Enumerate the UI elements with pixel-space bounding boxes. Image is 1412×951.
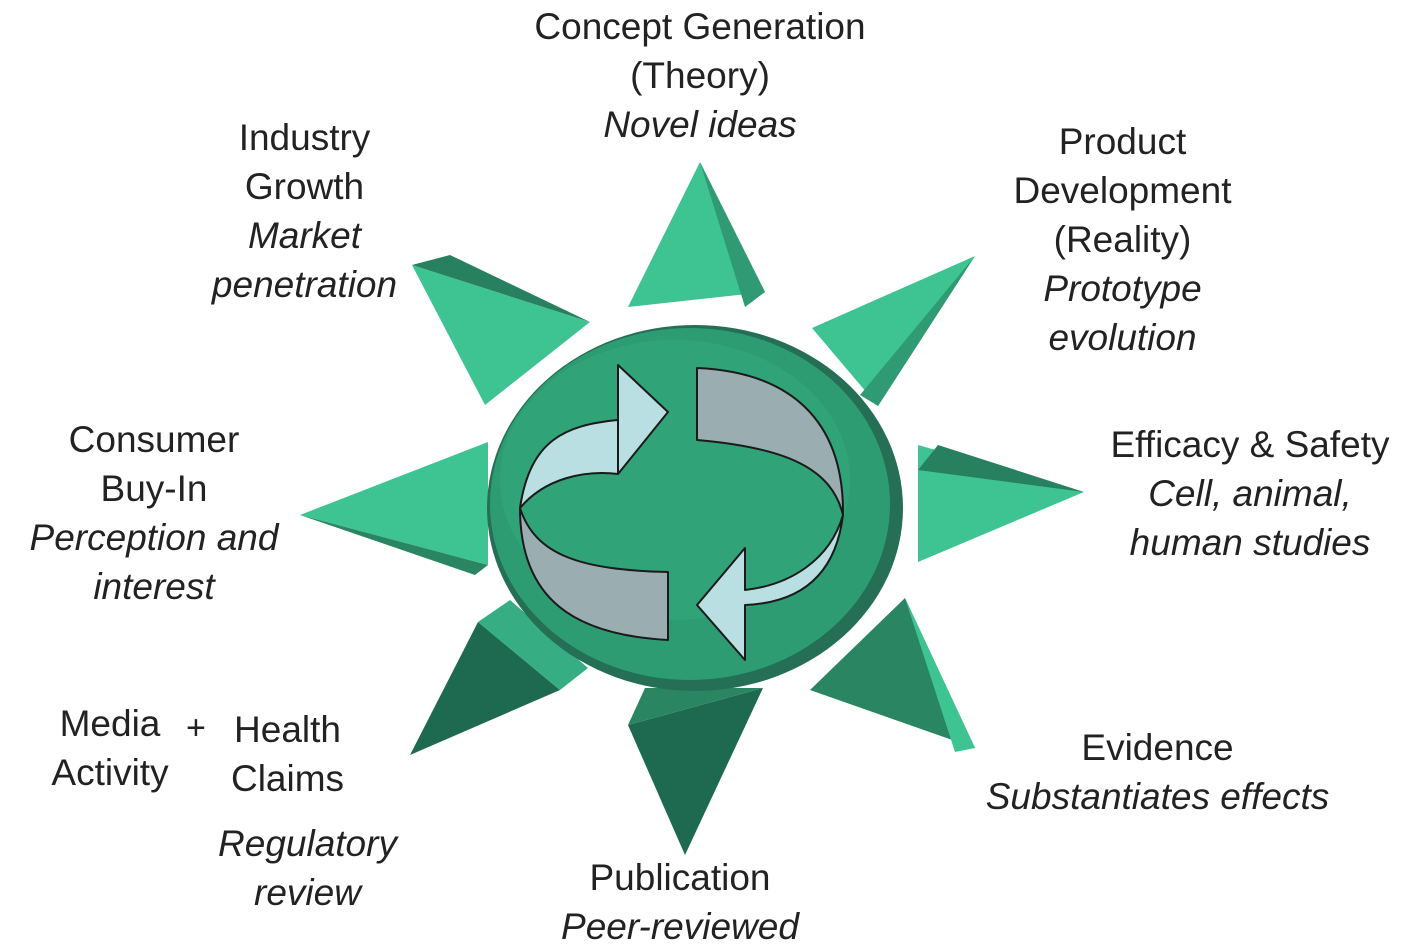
concept-title-1: Concept Generation bbox=[534, 6, 866, 47]
arrow-band-top-right bbox=[696, 367, 844, 516]
consumer-sub-1: Perception and bbox=[29, 517, 279, 558]
label-publication: Publication Peer-reviewed bbox=[530, 853, 830, 951]
product-title-2: Development bbox=[1013, 170, 1232, 211]
evidence-sub-1: Substantiates effects bbox=[985, 776, 1330, 817]
concept-title-2: (Theory) bbox=[630, 55, 770, 96]
health-title-1: Health bbox=[234, 709, 341, 750]
publication-sub-1: Peer-reviewed bbox=[561, 906, 799, 947]
product-title-3: (Reality) bbox=[1053, 219, 1192, 260]
efficacy-title-1: Efficacy & Safety bbox=[1110, 424, 1390, 465]
arrow-top-left bbox=[519, 364, 669, 509]
label-health-claims: Health Claims Regulatory review bbox=[195, 705, 420, 917]
consumer-sub-2: interest bbox=[93, 566, 215, 607]
industry-title-2: Growth bbox=[244, 166, 365, 207]
cycle-arrows bbox=[519, 364, 844, 661]
arrow-bottom-right bbox=[696, 514, 844, 661]
industry-title-1: Industry bbox=[238, 117, 371, 158]
label-efficacy-safety: Efficacy & Safety Cell, animal, human st… bbox=[1094, 420, 1406, 567]
ray-right bbox=[918, 445, 1084, 562]
consumer-title-2: Buy-In bbox=[100, 468, 208, 509]
arrow-band-bottom-left bbox=[519, 507, 669, 641]
health-sub-2: review bbox=[254, 872, 361, 913]
ray-top-left bbox=[412, 255, 590, 405]
label-evidence: Evidence Substantiates effects bbox=[955, 723, 1360, 821]
label-product-development: Product Development (Reality) Prototype … bbox=[990, 117, 1255, 362]
health-title-2: Claims bbox=[230, 758, 345, 799]
publication-title-1: Publication bbox=[589, 857, 771, 898]
concept-sub-1: Novel ideas bbox=[603, 104, 797, 145]
efficacy-sub-1: Cell, animal, bbox=[1148, 473, 1352, 514]
label-industry-growth: Industry Growth Market penetration bbox=[192, 113, 417, 309]
label-media-activity: Media Activity bbox=[30, 699, 190, 797]
product-title-1: Product bbox=[1058, 121, 1187, 162]
product-sub-1: Prototype bbox=[1043, 268, 1202, 309]
plus-sign: + bbox=[186, 709, 206, 747]
ray-left bbox=[300, 442, 488, 575]
industry-sub-1: Market bbox=[247, 215, 362, 256]
ray-top bbox=[628, 162, 765, 307]
label-consumer-buy-in: Consumer Buy-In Perception and interest bbox=[8, 415, 300, 611]
ray-top-right bbox=[812, 256, 975, 406]
ray-bottom-left bbox=[410, 600, 588, 755]
consumer-title-1: Consumer bbox=[68, 419, 240, 460]
evidence-title-1: Evidence bbox=[1081, 727, 1234, 768]
efficacy-sub-2: human studies bbox=[1129, 522, 1371, 563]
product-sub-2: evolution bbox=[1048, 317, 1197, 358]
ray-bottom-right bbox=[810, 598, 975, 752]
media-title-1: Media bbox=[59, 703, 161, 744]
health-sub-1: Regulatory bbox=[218, 823, 397, 864]
industry-sub-2: penetration bbox=[211, 264, 398, 305]
ray-bottom bbox=[628, 688, 763, 855]
label-concept-generation: Concept Generation (Theory) Novel ideas bbox=[490, 2, 910, 149]
media-title-2: Activity bbox=[51, 752, 169, 793]
